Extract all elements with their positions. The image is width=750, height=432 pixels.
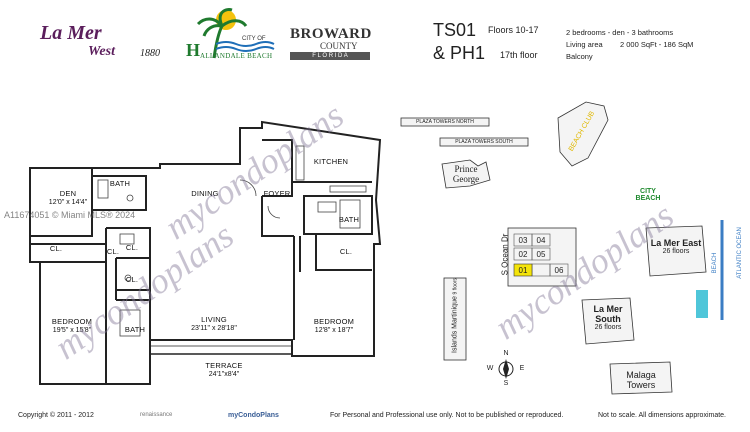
room-bedroom-2-name: BEDROOM [313, 317, 355, 326]
room-bath-top-name: BATH [109, 179, 131, 188]
lamer-east-floors: 26 floors [662, 248, 690, 255]
room-closet-mid2: CL. [124, 276, 140, 285]
broward-county-logo: BROWARD COUNTY F L O R I D A [290, 26, 380, 62]
palm-tree-icon [196, 8, 275, 59]
room-dining-name: DINING [191, 189, 219, 198]
lamer-south-floors: 26 floors [594, 324, 622, 331]
room-kitchen: KITCHEN [306, 158, 356, 167]
unit-label-01: 01 [518, 266, 528, 275]
room-bedroom-2-dim: 12'8" x 18'7" [314, 327, 354, 334]
floor-plan-walls [29, 120, 382, 385]
room-closet-mid1: CL. [124, 244, 140, 253]
broward-county: COUNTY [320, 41, 358, 51]
footer-renaissance: renaissance [140, 412, 173, 418]
room-closet-left: CL. [44, 245, 68, 254]
unit-label-05: 05 [536, 250, 546, 259]
unit-01-highlight [513, 263, 533, 277]
hallandale-name: ALLANDALE BEACH [200, 52, 273, 60]
room-foyer: FOYER [262, 190, 292, 199]
unit-label-03: 03 [518, 236, 528, 245]
lamer-south: La Mer South 26 floors [582, 304, 634, 331]
site-plan: PLAZA TOWERS NORTH PLAZA TOWERS SOUTH BE… [400, 100, 750, 410]
footer-usage: For Personal and Professional use only. … [330, 412, 564, 419]
room-kitchen-name: KITCHEN [313, 157, 349, 166]
unit-floors-ts01: Floors 10-17 [488, 25, 539, 35]
floor-plan: DEN 12'0" x 14'4" BATH DINING FOYER KITC… [0, 0, 400, 400]
unit-label-04: 04 [536, 236, 546, 245]
mls-watermark: A11674051 © Miami MLS® 2024 [4, 210, 136, 220]
room-den-dim: 12'0" x 14'4" [48, 199, 88, 206]
spec-area-label: Living area [566, 40, 603, 49]
unit-floors-ph1: 17th floor [500, 50, 538, 60]
islands-martinique-floors: 9 floors [452, 278, 459, 295]
atlantic-ocean: ATLANTIC OCEAN [737, 227, 743, 279]
lamer-logo-line1: La Mer [40, 22, 102, 44]
room-bath-right-name: BATH [338, 215, 360, 224]
footer-mycondoplans: myCondoPlans [228, 412, 279, 419]
room-bath-mid-name: BATH [124, 325, 146, 334]
room-den-name: DEN [59, 189, 77, 198]
room-bedroom-1-name: BEDROOM [51, 317, 93, 326]
broward-florida: F L O R I D A [312, 53, 348, 59]
lamer-east-name: La Mer East [650, 238, 702, 248]
room-bedroom-2: BEDROOM 12'8" x 18'7" [304, 318, 364, 335]
compass-e: E [519, 365, 525, 372]
room-bath-right: BATH [334, 216, 364, 225]
room-closet-right: CL. [334, 248, 358, 257]
unit-code-ts01: TS01 [433, 20, 477, 40]
hallandale-initial: H [186, 40, 201, 60]
malaga-towers: Malaga Towers [626, 370, 656, 390]
room-terrace-name: TERRACE [205, 361, 243, 370]
city-beach: CITY BEACH [635, 188, 661, 202]
room-terrace: TERRACE 24'1"x8'4" [194, 362, 254, 379]
broward-title: BROWARD [290, 26, 372, 42]
islands-martinique: Islands Martinique 9 floors [452, 275, 459, 357]
room-closet-mid1-name: CL. [125, 243, 139, 252]
footer-scale: Not to scale. All dimensions approximate… [598, 412, 727, 419]
room-closet-mid3-name: CL. [106, 247, 120, 256]
compass-s: S [503, 380, 509, 387]
compass-icon [498, 359, 514, 379]
room-bath-mid: BATH [122, 326, 148, 335]
compass-n: N [503, 350, 509, 357]
broward-florida-bar: F L O R I D A [290, 52, 370, 60]
spec-rooms: 2 bedrooms - den - 3 bathrooms [566, 28, 674, 37]
site-plan-buildings [400, 101, 724, 395]
footer-copyright: Copyright © 2011 - 2012 [18, 412, 94, 419]
room-living-name: LIVING [201, 315, 227, 324]
room-bath-top: BATH [98, 180, 142, 189]
hallandale-beach-logo: CITY OF H ALLANDALE BEACH [186, 4, 276, 62]
lamer-east: La Mer East 26 floors [648, 238, 704, 255]
room-living: LIVING 23'11" x 28'18" [178, 316, 250, 333]
room-terrace-dim: 24'1"x8'4" [208, 371, 240, 378]
unit-label-06: 06 [554, 266, 564, 275]
room-bedroom-1: BEDROOM 19'5" x 15'8" [44, 318, 100, 335]
room-closet-mid2-name: CL. [125, 275, 139, 284]
unit-code-ph1: & PH1 [433, 43, 486, 63]
spec-area-value: 2 000 SqFt - 186 SqM [620, 40, 694, 49]
room-closet-mid3: CL. [106, 248, 120, 257]
beach-label: BEACH [712, 252, 718, 274]
room-closet-left-name: CL. [49, 244, 63, 253]
lamer-logo-number: 1880 [140, 48, 160, 59]
prince-george: Prince George [452, 164, 480, 184]
plaza-towers-north: PLAZA TOWERS NORTH [416, 119, 474, 125]
lamer-west-logo: La Mer West 1880 [40, 22, 180, 62]
s-ocean-dr: S Ocean Dr [500, 233, 510, 276]
room-den: DEN 12'0" x 14'4" [44, 190, 92, 207]
room-living-dim: 23'11" x 28'18" [191, 325, 237, 332]
islands-martinique-name: Islands Martinique [451, 296, 459, 353]
room-closet-right-name: CL. [339, 247, 353, 256]
unit-label-02: 02 [518, 250, 528, 259]
compass-w: W [486, 365, 494, 372]
room-foyer-name: FOYER [263, 189, 291, 198]
lamer-south-name: La Mer South [593, 304, 623, 324]
lamer-logo-line2: West [88, 44, 115, 59]
spec-balcony: Balcony [566, 52, 593, 61]
room-bedroom-1-dim: 19'5" x 15'8" [52, 327, 92, 334]
plaza-towers-south: PLAZA TOWERS SOUTH [455, 139, 513, 145]
room-dining: DINING [180, 190, 230, 199]
hallandale-city-of: CITY OF [242, 36, 266, 42]
